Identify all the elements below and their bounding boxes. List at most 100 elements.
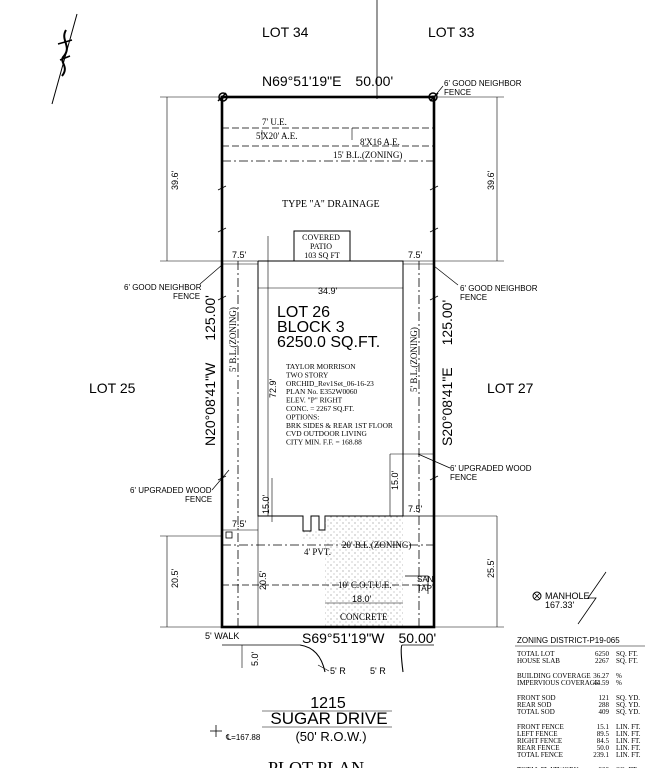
zoning-cell: LIN. FT.: [616, 751, 641, 759]
zoning-cell: LIN. FT.: [616, 737, 641, 745]
zoning-title: ZONING DISTRICT-P19-065: [517, 636, 620, 645]
dim-house-width: 34.9': [318, 286, 338, 296]
zoning-cell: 288: [599, 701, 610, 709]
patio-label: COVERED PATIO 103 SQ FT: [302, 233, 342, 260]
zoning-cell: SQ. FT.: [616, 650, 638, 658]
fence-mid-left: 6' GOOD NEIGHBOR FENCE: [124, 283, 204, 301]
walk-label: 5' WALK: [205, 631, 239, 641]
fence-upgraded-left: 6' UPGRADED WOOD FENCE: [130, 486, 214, 504]
dim-house-depth: 72.9': [268, 378, 278, 398]
zoning-cell: TOTAL FLATWORK: [517, 766, 579, 768]
zoning-cell: REAR SOD: [517, 701, 551, 709]
radius-left: 5' R: [330, 666, 346, 676]
dim-side-left: 7.5': [232, 250, 247, 260]
dim-left-7-5: 7.5': [232, 519, 247, 529]
san-tap-label: SAN TAP: [417, 575, 436, 593]
street-name: SUGAR DRIVE: [270, 709, 387, 728]
dim-side-right: 7.5': [408, 250, 423, 260]
zoning-cell: 44.59: [593, 679, 609, 687]
pvt-label: 4' PVT.: [304, 547, 331, 557]
lot-33-label: LOT 33: [428, 24, 475, 40]
zoning-cell: TOTAL SOD: [517, 708, 555, 716]
house-note-line: BRK SIDES & REAR 1ST FLOOR: [286, 421, 393, 430]
house-note-line: ELEV. "P" RIGHT: [286, 396, 343, 405]
dim-left-15: 15.0': [261, 494, 271, 514]
zoning-cell: 36.27: [593, 672, 609, 680]
zoning-cell: LIN. FT.: [616, 744, 641, 752]
concrete-label: CONCRETE: [340, 612, 388, 622]
west-bearing: N20°08'41"W125.00': [202, 295, 218, 446]
zoning-cell: 6250: [595, 650, 610, 658]
zoning-cell: 239.1: [593, 751, 609, 759]
bl-side-left: 5' B.L.(ZONING): [228, 307, 238, 372]
benchmark-icon: [210, 725, 222, 737]
house-note-line: CVD OUTDOOR LIVING: [286, 429, 368, 438]
zoning-cell: 121: [599, 694, 610, 702]
zoning-cell: %: [616, 679, 622, 687]
fence-upgraded-right: 6' UPGRADED WOOD FENCE: [450, 464, 534, 482]
street-elev: ℄=167.88: [225, 733, 261, 742]
zoning-cell: SQ. FT.: [616, 766, 638, 768]
zoning-cell: FRONT FENCE: [517, 723, 564, 731]
zoning-cell: FRONT SOD: [517, 694, 556, 702]
zoning-cell: BUILDING COVERAGE: [517, 672, 591, 680]
dim-front-left-outer: 20.5': [170, 568, 180, 588]
dim-drive-width: 18.0': [352, 594, 372, 604]
house-note-line: TAYLOR MORRISON: [286, 362, 356, 371]
drainage-label: TYPE "A" DRAINAGE: [282, 199, 380, 210]
fence-ticks: [217, 185, 439, 481]
dim-walk: 5.0': [250, 651, 260, 666]
house-note-line: CONC. = 2267 SQ.FT.: [286, 404, 354, 413]
zoning-cell: 409: [599, 708, 610, 716]
street-row: (50' R.O.W.): [295, 729, 366, 744]
house-note-line: CITY MIN. F.F. = 168.88: [286, 438, 362, 447]
dim-front-right: 25.5': [486, 558, 496, 578]
zoning-cell: 900: [599, 766, 610, 768]
zoning-cell: HOUSE SLAB: [517, 657, 560, 665]
house-note-line: TWO STORY: [286, 370, 329, 379]
fence-top-right: 6' GOOD NEIGHBOR FENCE: [444, 79, 524, 97]
bl-front-label: 20' B.L.(ZONING): [342, 540, 411, 550]
radius-right: 5' R: [370, 666, 386, 676]
bl-rear-label: 15' B.L.(ZONING): [333, 150, 402, 160]
manhole-icon: [532, 591, 542, 601]
house-note-line: ORCHID_Rev1Set_06-16-23: [286, 379, 374, 388]
zoning-cell: 50.0: [597, 744, 610, 752]
zoning-cell: %: [616, 672, 622, 680]
zoning-cell: 2267: [595, 657, 610, 665]
house-note-line: OPTIONS:: [286, 412, 319, 421]
street-number: 1215: [310, 695, 346, 712]
east-bearing: S20°08'41"E125.00': [439, 300, 455, 446]
zoning-cell: LEFT FENCE: [517, 730, 558, 738]
ae-left-label: 5'X20' A.E.: [256, 131, 298, 141]
lot-34-label: LOT 34: [262, 24, 309, 40]
lot-info: LOT 26 BLOCK 3 6250.0 SQ.FT.: [277, 304, 380, 351]
dim-rear-right: 39.6': [486, 170, 496, 190]
zoning-cell: IMPERVIOUS COVERAGE: [517, 679, 599, 687]
zoning-cell: 84.5: [597, 737, 610, 745]
ue-label: 7' U.E.: [262, 117, 287, 127]
ae-right-label: 8'X16 A.E.: [360, 137, 400, 147]
zoning-cell: TOTAL LOT: [517, 650, 555, 658]
zoning-cell: SQ. YD.: [616, 708, 640, 716]
walk-slab: [303, 531, 325, 539]
zoning-cell: REAR FENCE: [517, 744, 560, 752]
lot-25-label: LOT 25: [89, 380, 136, 396]
fence-mid-right: 6' GOOD NEIGHBOR FENCE: [460, 284, 540, 302]
zoning-cell: LIN. FT.: [616, 723, 641, 731]
zoning-cell: SQ. YD.: [616, 701, 640, 709]
zoning-cell: TOTAL FENCE: [517, 751, 563, 759]
zoning-cell: 15.1: [597, 723, 610, 731]
dim-right-7-5: 7.5': [408, 504, 423, 514]
dim-rear-left: 39.6': [170, 170, 180, 190]
dim-front-left-inner: 20.5': [258, 570, 268, 590]
zoning-cell: SQ. YD.: [616, 694, 640, 702]
lot-27-label: LOT 27: [487, 380, 534, 396]
zoning-cell: RIGHT FENCE: [517, 737, 562, 745]
cotue-label: 10' C.O.T.U.E.: [338, 580, 391, 590]
manhole-label: MANHOLE 167.33': [545, 591, 592, 610]
bl-side-right: 5' B.L.(ZONING): [409, 327, 419, 392]
